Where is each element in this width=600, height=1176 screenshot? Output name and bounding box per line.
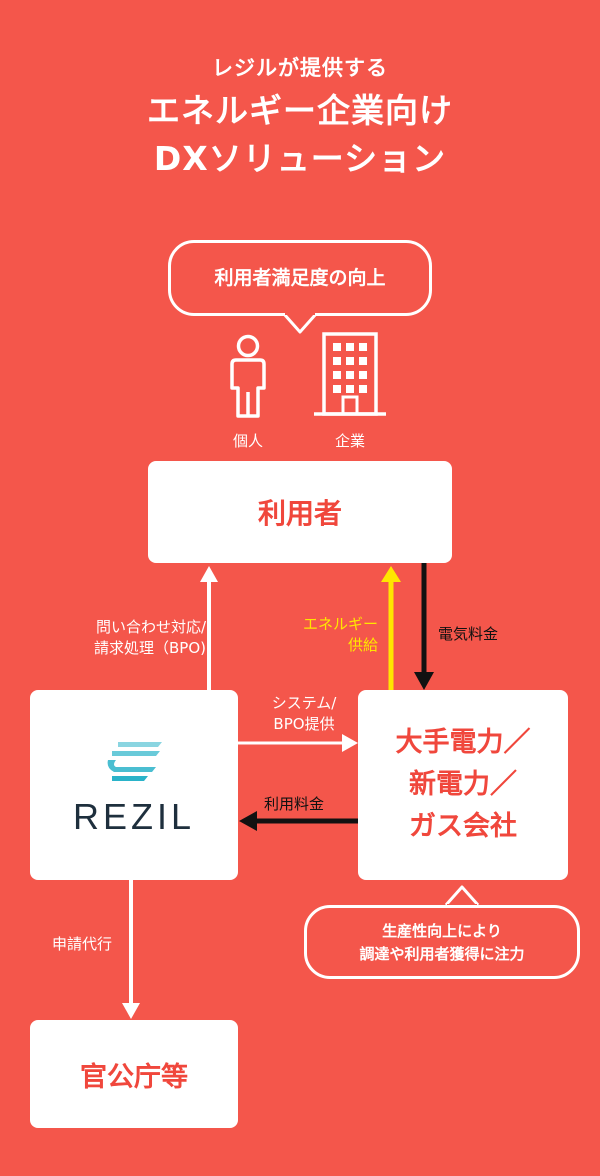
power-company-line1: 大手電力／ [395, 727, 531, 758]
arrow-rezil-to-user-head [200, 566, 218, 582]
satisfaction-bubble-text: 利用者満足度の向上 [214, 267, 386, 289]
person-icon [230, 334, 266, 418]
bottom-bubble-tail [444, 885, 480, 906]
header-subtitle: レジルが提供する [212, 56, 388, 80]
top-bubble-tail [282, 313, 318, 334]
arrow-energy-supply-head [381, 566, 401, 582]
arrow-electricity-fee-head [414, 672, 434, 690]
company-label: 企業 [334, 432, 365, 450]
power-company-node: 大手電力／ 新電力／ ガス会社 [358, 690, 568, 880]
rezil-node: REZIL [30, 690, 238, 880]
productivity-bubble: 生産性向上により 調達や利用者獲得に注力 [304, 905, 580, 979]
header-title-line1: エネルギー企業向け [147, 91, 453, 130]
building-icon [314, 332, 386, 416]
productivity-bubble-line2: 調達や利用者獲得に注力 [359, 945, 525, 963]
government-node-label: 官公庁等 [80, 1061, 188, 1093]
productivity-bubble-line1: 生産性向上により [382, 922, 502, 940]
application-proxy-label: 申請代行 [52, 935, 113, 953]
power-company-line2: 新電力／ [409, 769, 517, 800]
power-company-line3: ガス会社 [409, 811, 517, 842]
usage-fee-label: 利用料金 [264, 795, 325, 813]
electricity-fee-label: 電気料金 [438, 625, 499, 643]
arrow-system-bpo-head [342, 734, 358, 752]
user-node-label: 利用者 [257, 497, 342, 530]
individual-label: 個人 [232, 432, 263, 450]
rezil-logo-mark [107, 742, 162, 781]
government-node: 官公庁等 [30, 1020, 238, 1128]
system-bpo-label: システム/ BPO提供 [271, 694, 337, 733]
rezil-to-user-label: 問い合わせ対応/ 請求処理（BPO) [94, 618, 206, 657]
header-title-line2: DXソリューション [153, 139, 447, 178]
energy-supply-label: エネルギー 供給 [302, 615, 378, 654]
arrow-application-proxy-head [122, 1003, 140, 1019]
user-node: 利用者 [148, 461, 452, 563]
rezil-logo-text: REZIL [72, 796, 196, 837]
arrow-usage-fee-head [239, 811, 257, 831]
